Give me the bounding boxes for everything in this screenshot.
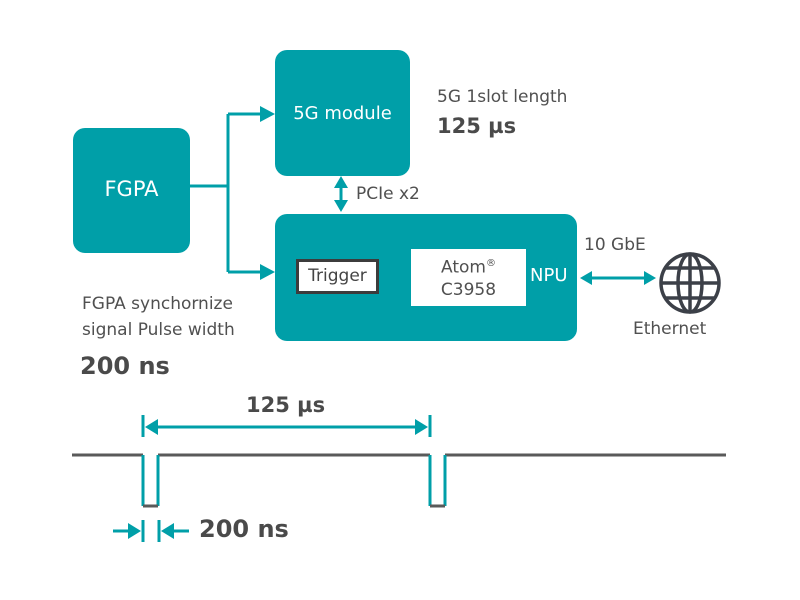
trademark-symbol: ® bbox=[485, 258, 496, 269]
globe-icon bbox=[659, 252, 721, 314]
pulse-width-dimension bbox=[113, 520, 189, 542]
gbe-arrowhead-right bbox=[644, 271, 656, 285]
pcie-arrowhead-up bbox=[334, 176, 348, 188]
pulse-width-label: 200 ns bbox=[199, 515, 289, 543]
fpga-block: FGPA bbox=[73, 128, 190, 253]
arrowhead-5g bbox=[260, 106, 275, 122]
slot-length-title: 5G 1slot length bbox=[437, 87, 568, 107]
pulse-1 bbox=[141, 455, 160, 506]
period-label: 125 µs bbox=[246, 393, 326, 417]
npu-label: NPU bbox=[530, 265, 568, 286]
trigger-block: Trigger bbox=[296, 259, 379, 294]
gbe-label: 10 GbE bbox=[584, 235, 646, 255]
pcie-label: PCIe x2 bbox=[356, 184, 420, 204]
arrowhead-npu bbox=[260, 264, 275, 280]
gbe-arrowhead-left bbox=[580, 271, 592, 285]
trigger-label: Trigger bbox=[308, 266, 367, 286]
slot-length-value: 125 µs bbox=[437, 114, 517, 138]
npu-block: Trigger Atom® C3958 NPU bbox=[275, 214, 577, 341]
ethernet-label: Ethernet bbox=[633, 319, 707, 339]
pulse-width-value: 200 ns bbox=[80, 352, 170, 380]
5g-module-block: 5G module bbox=[275, 50, 410, 176]
pulse-width-title-line1: FGPA synchornize bbox=[82, 294, 233, 314]
pcie-arrowhead-down bbox=[334, 200, 348, 212]
fpga-label: FGPA bbox=[104, 177, 159, 201]
atom-label: Atom bbox=[441, 257, 486, 278]
atom-cpu-block: Atom® C3958 bbox=[411, 249, 526, 306]
atom-model-label: C3958 bbox=[440, 279, 497, 300]
fpga-branch-line bbox=[190, 114, 230, 272]
pulse-2 bbox=[428, 455, 447, 506]
period-dimension bbox=[141, 415, 432, 437]
pulse-width-title-line2: signal Pulse width bbox=[82, 320, 235, 340]
5g-module-label: 5G module bbox=[293, 103, 392, 124]
